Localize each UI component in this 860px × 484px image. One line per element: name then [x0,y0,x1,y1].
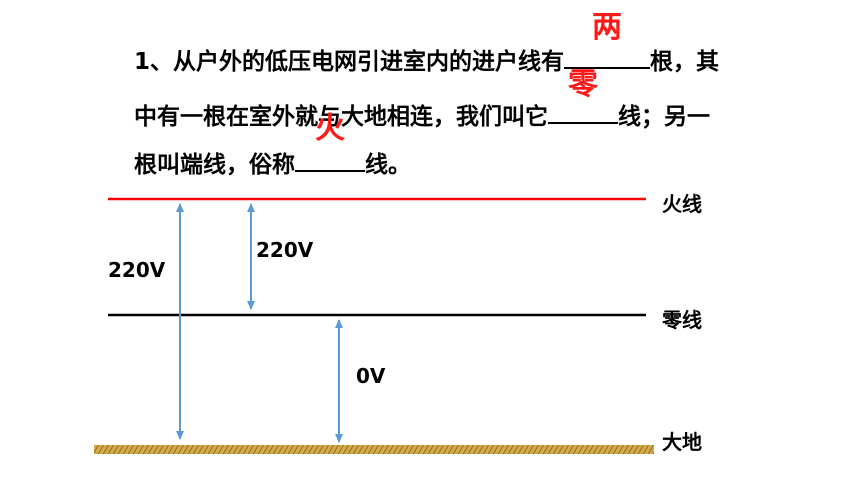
question-text: 根叫端线，俗称 [134,152,295,178]
ground-strip [94,445,654,454]
question-line-1: 1、从户外的低压电网引进室内的进户线有 两根，其 [134,13,720,76]
question-line-3: 根叫端线，俗称火线。 [134,114,411,179]
voltage-live-neutral-label: 220V [256,238,314,262]
answer-blank-3: 火 [295,114,365,172]
question-line-2: 中有一根在室外就与大地相连，我们叫它零线；另一 [134,70,710,131]
voltage-live-ground-label: 220V [108,258,166,282]
live-wire-label: 火线 [662,192,702,216]
answer-blank-1: 两 [564,13,651,69]
neutral-wire-label: 零线 [662,308,702,332]
voltage-neutral-ground-label: 0V [356,364,386,388]
question-text: 1、从户外的低压电网引进室内的进户线有 [134,49,565,75]
answer-blank-2: 零 [548,70,618,124]
question-text: 中有一根在室外就与大地相连，我们叫它 [134,104,548,130]
answer-text-2: 零 [568,67,598,102]
ground-label: 大地 [662,430,702,454]
answer-text-3: 火 [315,111,345,146]
answer-text-1: 两 [592,10,623,45]
question-text: 线；另一 [618,104,710,130]
question-text: 根，其 [650,49,720,75]
question-text: 线。 [365,152,411,178]
